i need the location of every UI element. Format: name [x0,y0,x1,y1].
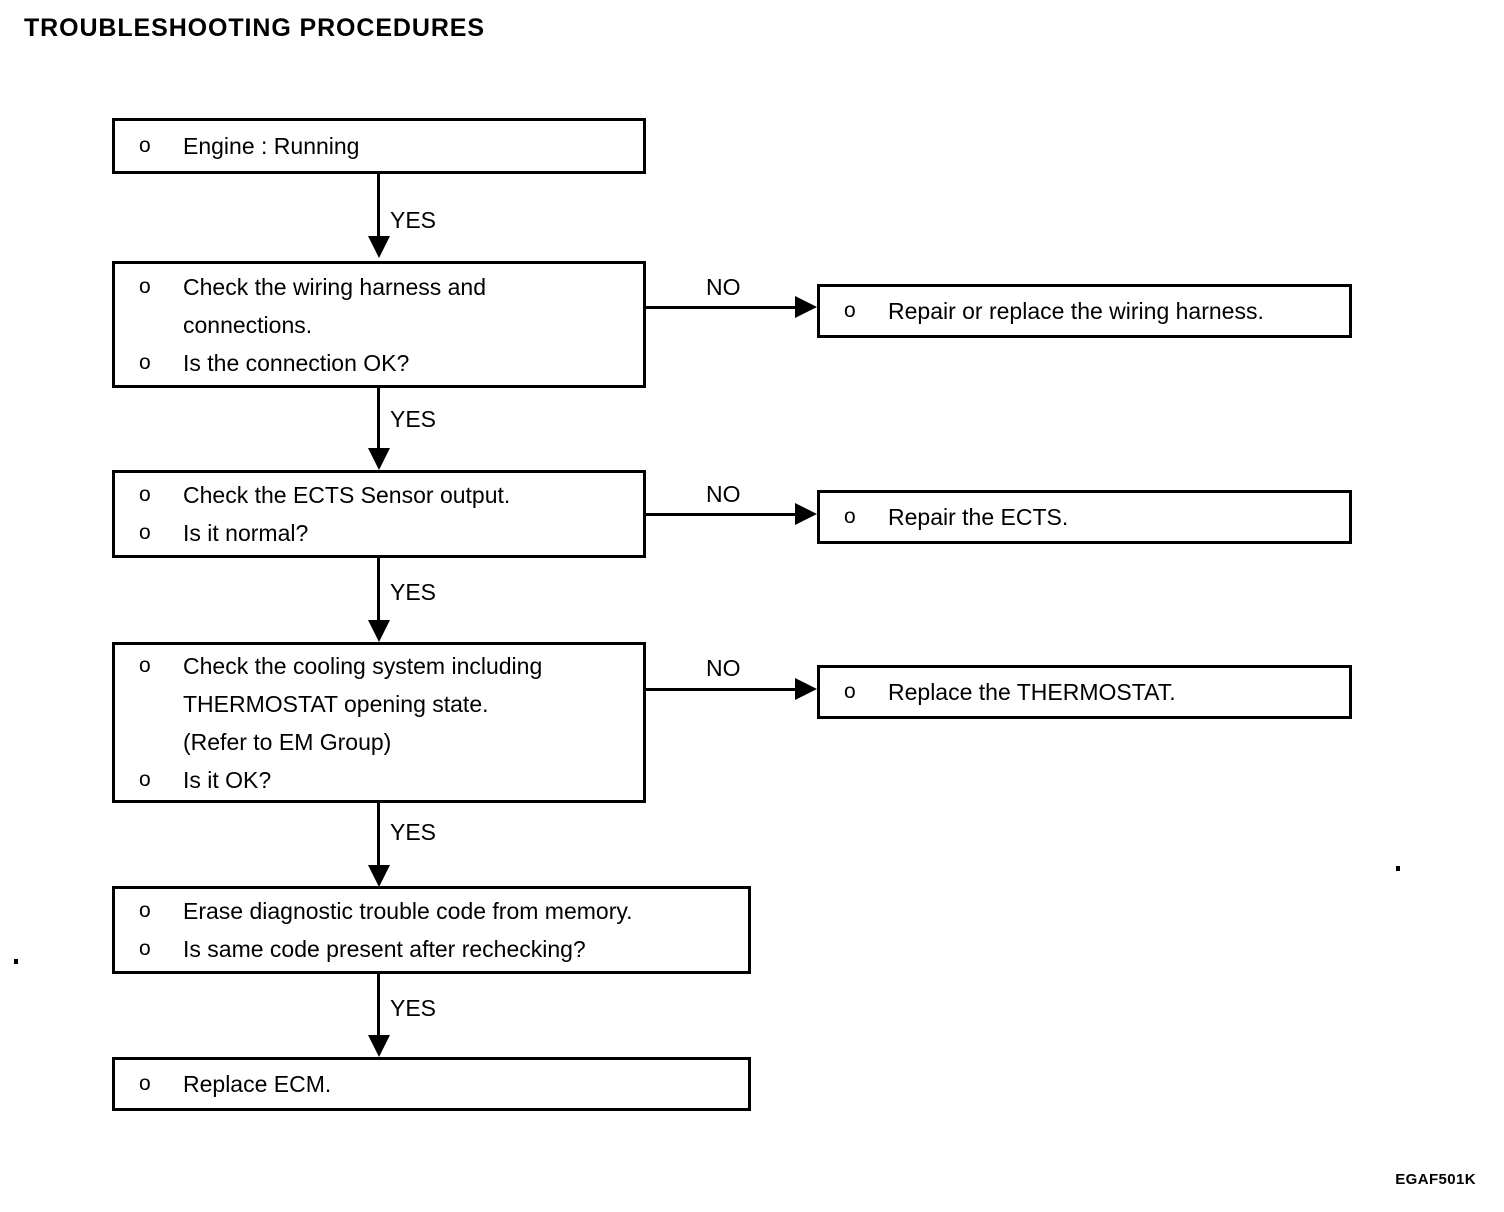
node-line: o THERMOSTAT opening state. [115,685,643,723]
bullet-glyph: o [139,653,151,677]
bullet-glyph: o [844,680,856,703]
node-line: o Is it normal? [115,514,643,552]
edge-label-yes-2: YES [390,406,437,432]
node-line-text: Is the connection OK? [183,349,410,376]
connector-yes-4-arrowhead [368,865,390,887]
node-line-text: THERMOSTAT opening state. [183,690,489,717]
node-line-text: Replace ECM. [183,1071,332,1097]
node-line: o Repair or replace the wiring harness. [820,292,1349,330]
connector-yes-3-arrowhead [368,620,390,642]
connector-no-2-arrowhead [795,503,817,525]
node-line: o connections. [115,306,643,344]
node-line-text: Repair the ECTS. [888,504,1069,530]
edge-label-no-3: NO [706,655,741,681]
edge-label-yes-4: YES [390,819,437,845]
node-line: o Replace the THERMOSTAT. [820,673,1349,711]
node-line: o Erase diagnostic trouble code from mem… [115,892,748,930]
node-engine-running: o Engine : Running [112,118,646,174]
edge-label-yes-3: YES [390,579,437,605]
node-line-text: Is it OK? [183,766,272,793]
edge-label-yes-5: YES [390,995,437,1021]
connector-no-1-line [646,306,798,309]
bullet-glyph: o [139,350,151,374]
node-line: o Is the connection OK? [115,344,643,382]
edge-label-yes-1: YES [390,207,437,233]
node-line: o Engine : Running [115,127,643,165]
node-erase-diagnostic-trouble-code: o Erase diagnostic trouble code from mem… [112,886,751,974]
node-line-text: Replace the THERMOSTAT. [888,679,1176,705]
node-line: o Repair the ECTS. [820,498,1349,536]
node-line-text: Erase diagnostic trouble code from memor… [183,898,633,924]
node-line-text: Check the cooling system including [183,652,543,679]
connector-no-1-arrowhead [795,296,817,318]
node-line: o Check the cooling system including [115,647,643,685]
node-line-text: connections. [183,311,313,338]
node-line: o Check the wiring harness and [115,268,643,306]
node-line-text: Is it normal? [183,520,309,546]
node-replace-ecm: o Replace ECM. [112,1057,751,1111]
page-title: TROUBLESHOOTING PROCEDURES [24,14,485,42]
node-replace-thermostat: o Replace the THERMOSTAT. [817,665,1352,719]
node-line-text: Repair or replace the wiring harness. [888,298,1264,324]
node-repair-wiring-harness: o Repair or replace the wiring harness. [817,284,1352,338]
node-line-text: Check the ECTS Sensor output. [183,482,511,508]
connector-yes-5-line [377,974,380,1035]
node-check-wiring-harness: o Check the wiring harness and o connect… [112,261,646,388]
connector-yes-1-arrowhead [368,236,390,258]
bullet-glyph: o [139,937,151,960]
bullet-glyph: o [844,505,856,528]
node-line: o Is same code present after rechecking? [115,930,748,968]
bullet-glyph: o [139,767,151,791]
scan-speck [14,959,18,964]
node-repair-ects: o Repair the ECTS. [817,490,1352,544]
node-line: o Check the ECTS Sensor output. [115,476,643,514]
bullet-glyph: o [139,274,151,298]
connector-yes-3-line [377,558,380,620]
node-line-text: Is same code present after rechecking? [183,936,586,962]
document-code: EGAF501K [1395,1171,1476,1188]
connector-no-2-line [646,513,798,516]
node-line: o (Refer to EM Group) [115,723,643,761]
node-line-text: Check the wiring harness and [183,273,486,300]
connector-yes-4-line [377,803,380,865]
edge-label-no-1: NO [706,274,741,300]
bullet-glyph: o [139,521,151,544]
node-line: o Is it OK? [115,761,643,799]
bullet-glyph: o [844,299,856,322]
node-line-text: (Refer to EM Group) [183,728,392,755]
node-check-cooling-system: o Check the cooling system including o T… [112,642,646,803]
connector-yes-1-line [377,174,380,236]
connector-yes-2-line [377,388,380,448]
bullet-glyph: o [139,1072,151,1095]
edge-label-no-2: NO [706,481,741,507]
node-line: o Replace ECM. [115,1065,748,1103]
bullet-glyph: o [139,483,151,506]
connector-yes-5-arrowhead [368,1035,390,1057]
node-line-text: Engine : Running [183,133,360,159]
connector-no-3-arrowhead [795,678,817,700]
connector-yes-2-arrowhead [368,448,390,470]
connector-no-3-line [646,688,798,691]
bullet-glyph: o [139,899,151,922]
scan-speck [1396,866,1400,871]
node-check-ects-output: o Check the ECTS Sensor output. o Is it … [112,470,646,558]
bullet-glyph: o [139,134,151,157]
